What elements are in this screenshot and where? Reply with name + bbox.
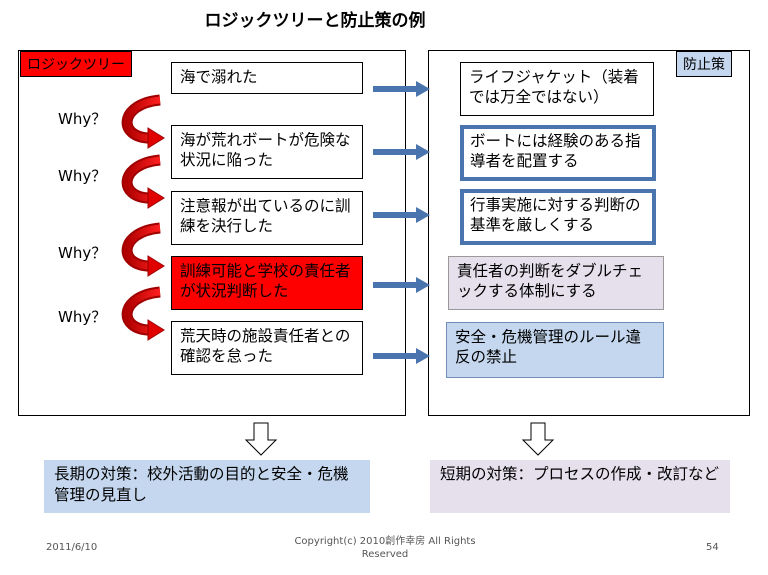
why-arrow-icon-3: [121, 222, 165, 277]
measure-box-3: 行事実施に対する判断の基準を厳しくする: [460, 189, 656, 245]
logic-tree-tag: ロジックツリー: [20, 51, 132, 77]
blue-arrow-icon-1: [373, 81, 430, 97]
cause-box-4: 訓練可能と学校の責任者が状況判断した: [171, 256, 363, 310]
short-term-measure: 短期の対策：プロセスの作成・改訂など: [430, 460, 730, 513]
long-term-measure: 長期の対策：校外活動の目的と安全・危機管理の見直し: [44, 460, 370, 513]
blue-arrow-icon-5: [373, 348, 430, 364]
blue-arrow-icon-4: [373, 277, 430, 293]
down-arrow-icon-right: [521, 422, 555, 456]
measure-box-4: 責任者の判断をダブルチェックする体制にする: [448, 256, 664, 310]
page-number: 54: [706, 542, 719, 553]
prevention-tag: 防止策: [676, 51, 732, 77]
cause-box-1: 海で溺れた: [171, 62, 363, 94]
why-arrow-icon-4: [121, 286, 165, 341]
blue-arrow-icon-3: [373, 207, 430, 223]
slide-title: ロジックツリーと防止策の例: [204, 11, 426, 31]
why-label-1: Why？: [58, 110, 107, 128]
measure-box-1: ライフジャケット（装着では万全ではない）: [460, 62, 654, 116]
why-label-4: Why？: [58, 308, 107, 326]
why-label-3: Why？: [58, 244, 107, 262]
measure-box-5: 安全・危機管理のルール違反の禁止: [446, 322, 664, 378]
cause-box-3: 注意報が出ているのに訓練を決行した: [171, 191, 363, 245]
cause-box-2: 海が荒れボートが危険な状況に陥った: [171, 125, 363, 179]
down-arrow-icon-left: [244, 422, 278, 456]
why-arrow-icon-2: [121, 154, 165, 209]
measure-box-2: ボートには経験のある指導者を配置する: [460, 125, 656, 181]
why-label-2: Why？: [58, 167, 107, 185]
why-arrow-icon-1: [121, 94, 165, 149]
cause-box-5: 荒天時の施設責任者との確認を怠った: [171, 321, 363, 375]
footer-date: 2011/6/10: [46, 542, 98, 553]
blue-arrow-icon-2: [373, 144, 430, 160]
footer-copyright: Copyright(c) 2010創作幸房 All Rights Reserve…: [294, 536, 476, 560]
